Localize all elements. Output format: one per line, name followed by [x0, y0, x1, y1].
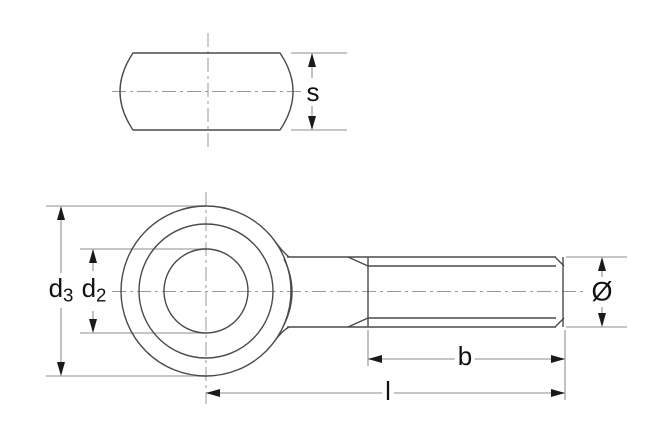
centerlines: [112, 33, 583, 404]
s-arrow-up: [308, 53, 316, 67]
d2-arrow-down: [89, 319, 97, 333]
thread-runout: [347, 256, 369, 328]
l-arrow-right: [551, 389, 565, 397]
l-arrow-left: [206, 389, 220, 397]
d3-subscript: 3: [63, 284, 74, 306]
s-arrow-down: [308, 116, 316, 130]
eye-to-shaft-fillet-top: [274, 241, 290, 258]
dimension-label-d2: d2: [78, 272, 110, 307]
eye-bore-circle: [163, 248, 249, 334]
d3-arrow-down: [57, 362, 65, 376]
shaft-end-chamfers: [554, 256, 565, 328]
top-view-outline: [119, 52, 294, 131]
diameter-arrow-down: [598, 313, 606, 327]
d3-extension-lines: [46, 205, 206, 377]
d3-arrow-up: [57, 206, 65, 220]
dimension-label-b: b: [454, 342, 476, 370]
eye-middle-circle: [138, 223, 274, 359]
dimension-label-diameter: Ø: [588, 277, 616, 307]
dimension-label-l: l: [382, 377, 394, 405]
b-extension-lines: [367, 330, 566, 400]
s-extension-lines: [291, 52, 347, 131]
dimension-lines: [46, 52, 627, 400]
eye-outer-circle: [120, 205, 292, 377]
d2-extension-lines: [80, 248, 206, 334]
thread-minor-lines: [368, 265, 556, 319]
diameter-extension-lines: [566, 256, 627, 328]
eye-rim-arc: [283, 258, 293, 326]
d3-base: d: [48, 272, 64, 303]
b-arrow-left: [368, 355, 382, 363]
diameter-arrow-up: [598, 257, 606, 271]
dimension-arrows: [57, 53, 606, 397]
dimension-label-d3: d3: [45, 272, 77, 307]
dimension-label-s: s: [303, 78, 323, 106]
d2-subscript: 2: [96, 284, 107, 306]
b-arrow-right: [551, 355, 565, 363]
eye-to-shaft-fillet-bottom: [274, 326, 290, 341]
front-view-outline: [120, 205, 565, 377]
head-barrel-outline: [119, 52, 294, 131]
d2-base: d: [81, 272, 97, 303]
d2-arrow-up: [89, 249, 97, 263]
